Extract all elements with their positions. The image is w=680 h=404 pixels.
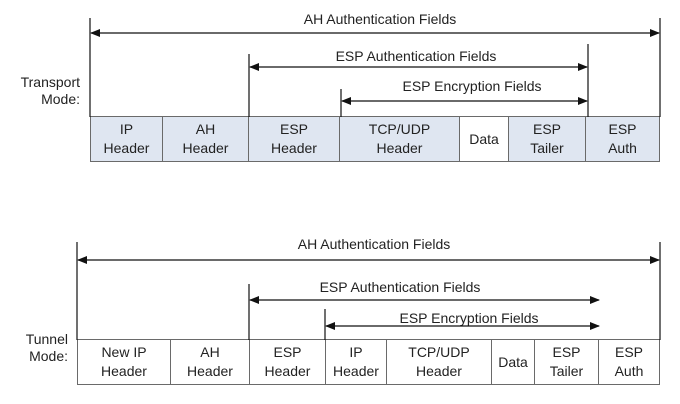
- cell-line2: Header: [271, 140, 317, 156]
- cell-line2: Header: [101, 363, 147, 379]
- tunnel-mode-label: Tunnel Mode:: [4, 331, 68, 365]
- cell-line1: AH: [195, 121, 216, 137]
- cell-line1: ESP: [273, 344, 302, 360]
- cell-line1: New IP: [101, 344, 147, 360]
- cell-line1: TCP/UDP: [408, 344, 470, 360]
- transport-esp-auth-fields-label: ESP Authentication Fields: [335, 48, 497, 64]
- transport-cell-esp-auth: ESP Auth: [586, 117, 659, 161]
- cell-line1: Data: [498, 353, 528, 370]
- cell-line2: Auth: [614, 363, 644, 379]
- transport-cell-data: Data: [460, 117, 509, 161]
- tunnel-mode-label-line2: Mode:: [29, 348, 68, 364]
- transport-mode-label-line2: Mode:: [41, 91, 80, 107]
- tunnel-cell-esp-auth: ESP Auth: [599, 340, 659, 384]
- tunnel-cell-tcp-udp-header: TCP/UDP Header: [387, 340, 492, 384]
- cell-line2: Auth: [608, 140, 637, 156]
- tunnel-packet-row: New IP Header AH Header ESP Header IP He…: [77, 339, 660, 385]
- cell-line1: TCP/UDP: [368, 121, 431, 137]
- transport-cell-esp-tailer: ESP Tailer: [509, 117, 586, 161]
- cell-line2: Header: [333, 363, 379, 379]
- cell-line1: ESP: [279, 121, 308, 137]
- cell-line1: ESP: [532, 121, 561, 137]
- cell-line2: Header: [416, 363, 462, 379]
- transport-mode-label: Transport Mode:: [4, 74, 80, 108]
- cell-line1: IP: [119, 121, 134, 137]
- transport-ah-fields-label: AH Authentication Fields: [303, 11, 457, 27]
- cell-line2: Tailer: [549, 363, 584, 379]
- tunnel-ah-fields-label: AH Authentication Fields: [297, 236, 451, 252]
- tunnel-mode-label-line1: Tunnel: [25, 331, 68, 347]
- cell-line1: AH: [200, 344, 220, 360]
- transport-mode-label-line1: Transport: [20, 74, 80, 90]
- transport-cell-ip-header: IP Header: [91, 117, 163, 161]
- cell-line2: Header: [187, 363, 233, 379]
- transport-packet-row: IP Header AH Header ESP Header TCP/UDP H…: [90, 116, 660, 162]
- transport-cell-tcp-udp-header: TCP/UDP Header: [340, 117, 460, 161]
- cell-line1: IP: [349, 344, 363, 360]
- transport-cell-ah-header: AH Header: [163, 117, 249, 161]
- cell-line1: ESP: [614, 344, 643, 360]
- cell-line2: Header: [103, 140, 150, 156]
- tunnel-esp-auth-fields-label: ESP Authentication Fields: [319, 279, 481, 295]
- cell-line2: Header: [264, 363, 311, 379]
- tunnel-cell-ip-header: IP Header: [326, 340, 387, 384]
- tunnel-cell-esp-header: ESP Header: [250, 340, 326, 384]
- cell-line2: Tailer: [530, 140, 564, 156]
- tunnel-cell-ah-header: AH Header: [171, 340, 250, 384]
- tunnel-esp-enc-fields-label: ESP Encryption Fields: [399, 310, 539, 326]
- cell-line1: ESP: [608, 121, 637, 137]
- tunnel-cell-data: Data: [492, 340, 535, 384]
- tunnel-cell-esp-tailer: ESP Tailer: [535, 340, 599, 384]
- tunnel-cell-new-ip-header: New IP Header: [78, 340, 171, 384]
- transport-cell-esp-header: ESP Header: [249, 117, 340, 161]
- transport-esp-enc-fields-label: ESP Encryption Fields: [402, 78, 542, 94]
- cell-line2: Header: [376, 140, 423, 156]
- cell-line2: Header: [182, 140, 229, 156]
- cell-line1: ESP: [552, 344, 581, 360]
- cell-line1: Data: [469, 130, 499, 147]
